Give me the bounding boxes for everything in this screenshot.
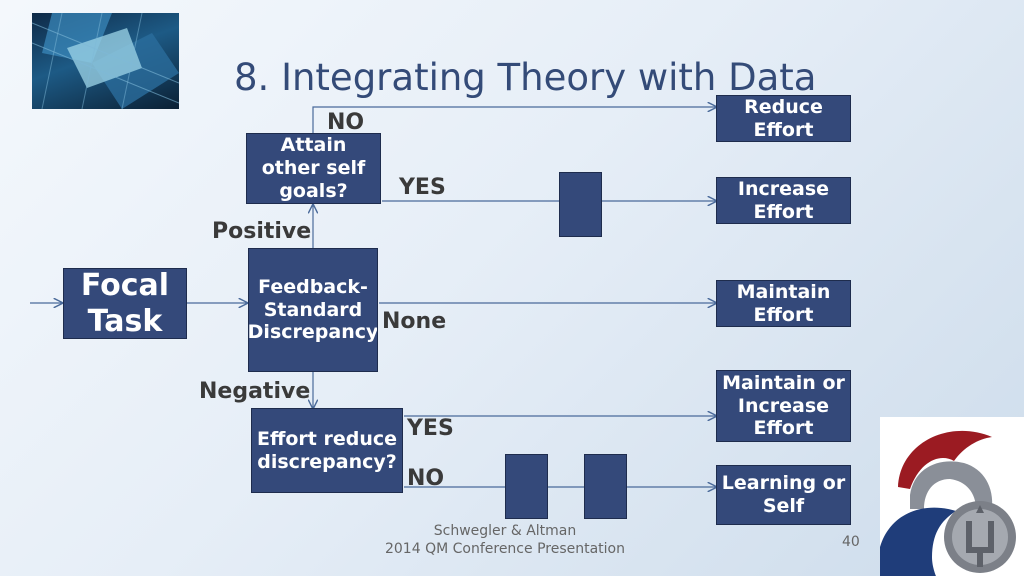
no-top-arrow [312, 107, 716, 133]
maintain-effort-label: Maintain Effort [736, 280, 831, 326]
no-top-label: NO [327, 110, 365, 135]
increase-effort-label: Increase Effort [737, 177, 830, 223]
focal-task-label: Focal Task [80, 268, 170, 339]
effort-reduce-discrepancy-label: Effort reduce discrepancy? [256, 427, 398, 473]
slide-title: 8. Integrating Theory with Data [234, 56, 817, 99]
focal-task-box: Focal Task [63, 268, 187, 339]
attain-other-goals-box: Attain other self goals? [246, 133, 381, 204]
glass-building-graphic [32, 13, 179, 109]
maintain-effort-box: Maintain Effort [716, 280, 851, 327]
learning-or-self-box: Learning or Self [716, 465, 851, 525]
page-number: 40 [842, 534, 860, 550]
no-bottom-label: NO [407, 466, 445, 491]
trojan-helmet-graphic [880, 430, 1016, 576]
yes-bottom-label: YES [407, 416, 454, 441]
learning-or-self-label: Learning or Self [721, 472, 846, 517]
attain-other-goals-label: Attain other self goals? [261, 134, 366, 202]
footer: Schwegler & Altman 2014 QM Conference Pr… [380, 523, 630, 558]
glass-building-photo [32, 13, 179, 109]
positive-label: Positive [212, 219, 312, 244]
yes-top-label: YES [399, 175, 446, 200]
effort-reduce-discrepancy-box: Effort reduce discrepancy? [251, 408, 403, 493]
filler-block-top [559, 172, 602, 237]
increase-effort-box: Increase Effort [716, 177, 851, 224]
negative-label: Negative [199, 379, 311, 404]
footer-authors: Schwegler & Altman [433, 523, 577, 539]
filler-block-bottom-right [584, 454, 627, 519]
maintain-or-increase-effort-box: Maintain or Increase Effort [716, 370, 851, 442]
none-label: None [382, 309, 447, 334]
feedback-discrepancy-box: Feedback-Standard Discrepancy [248, 248, 378, 372]
filler-block-bottom-left [505, 454, 548, 519]
reduce-effort-label: Reduce Effort [744, 95, 823, 141]
footer-conference: 2014 QM Conference Presentation [384, 540, 625, 557]
feedback-discrepancy-label: Feedback-Standard Discrepancy [248, 275, 378, 344]
reduce-effort-box: Reduce Effort [716, 95, 851, 142]
maintain-or-increase-effort-label: Maintain or Increase Effort [722, 371, 845, 440]
trojan-helmet-logo [880, 417, 1024, 576]
